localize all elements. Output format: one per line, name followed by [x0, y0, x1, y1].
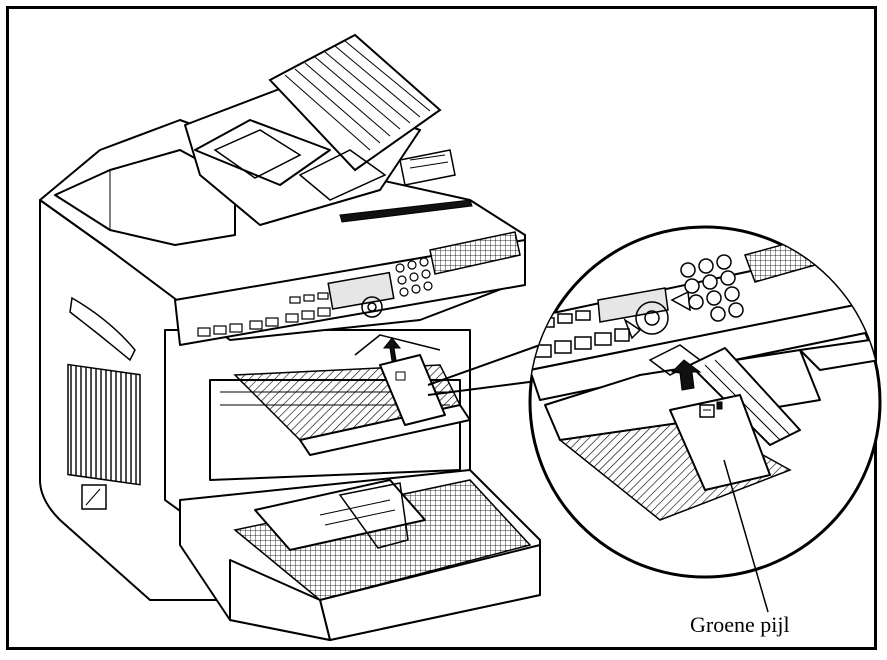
paper-tray [179, 469, 541, 641]
paper-guide [354, 334, 446, 426]
callout-connector-top [427, 344, 541, 386]
green-arrow-icon [382, 337, 402, 362]
figure-frame [6, 6, 877, 650]
callout-connector-bottom [427, 379, 546, 396]
scanner-unit [39, 33, 526, 346]
magnifier-callout [528, 225, 882, 579]
callout-label: Groene pijl [690, 612, 790, 637]
label-leader-line [723, 459, 769, 613]
green-arrow-magnified-icon [670, 359, 702, 391]
